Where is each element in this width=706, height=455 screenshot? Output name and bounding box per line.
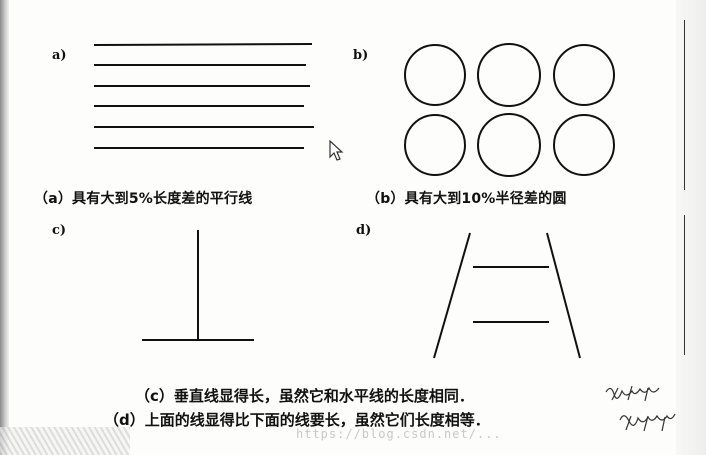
circle — [404, 44, 466, 106]
circles-figure — [404, 43, 615, 177]
caption-b: （b）具有大到10%半径差的圆 — [366, 191, 567, 207]
converging-line — [546, 232, 581, 359]
circle — [404, 114, 466, 176]
mouse-cursor-icon — [329, 140, 344, 161]
parallel-lines-figure — [93, 43, 314, 149]
panel-label-c: c) — [52, 223, 67, 238]
panel-label-b: b) — [353, 48, 369, 63]
ponzo-figure — [433, 232, 581, 359]
watermark-url: https://blog.csdn.net/... — [296, 427, 502, 441]
circle — [553, 44, 615, 106]
page-corner-texture — [0, 427, 130, 455]
converging-line — [433, 232, 471, 359]
circle — [477, 113, 541, 177]
panel-label-a: a) — [52, 48, 67, 63]
panel-label-d: d) — [356, 223, 372, 238]
circle — [477, 43, 541, 107]
circle — [553, 114, 615, 176]
page-right-edge — [676, 0, 706, 455]
caption-a: （a）具有大到5%长度差的平行线 — [34, 191, 253, 207]
right-margin-line — [684, 20, 685, 190]
inverted-t-figure — [142, 230, 254, 341]
footer-line-c: （c）垂直线显得长，虽然它和水平线的长度相同． — [135, 387, 474, 405]
parallel-line — [93, 43, 313, 46]
page-left-edge — [0, 0, 9, 455]
right-margin-line-lower — [684, 215, 685, 355]
footer-line-d: （d）上面的线显得比下面的线要长，虽然它们长度相等． — [104, 411, 490, 429]
